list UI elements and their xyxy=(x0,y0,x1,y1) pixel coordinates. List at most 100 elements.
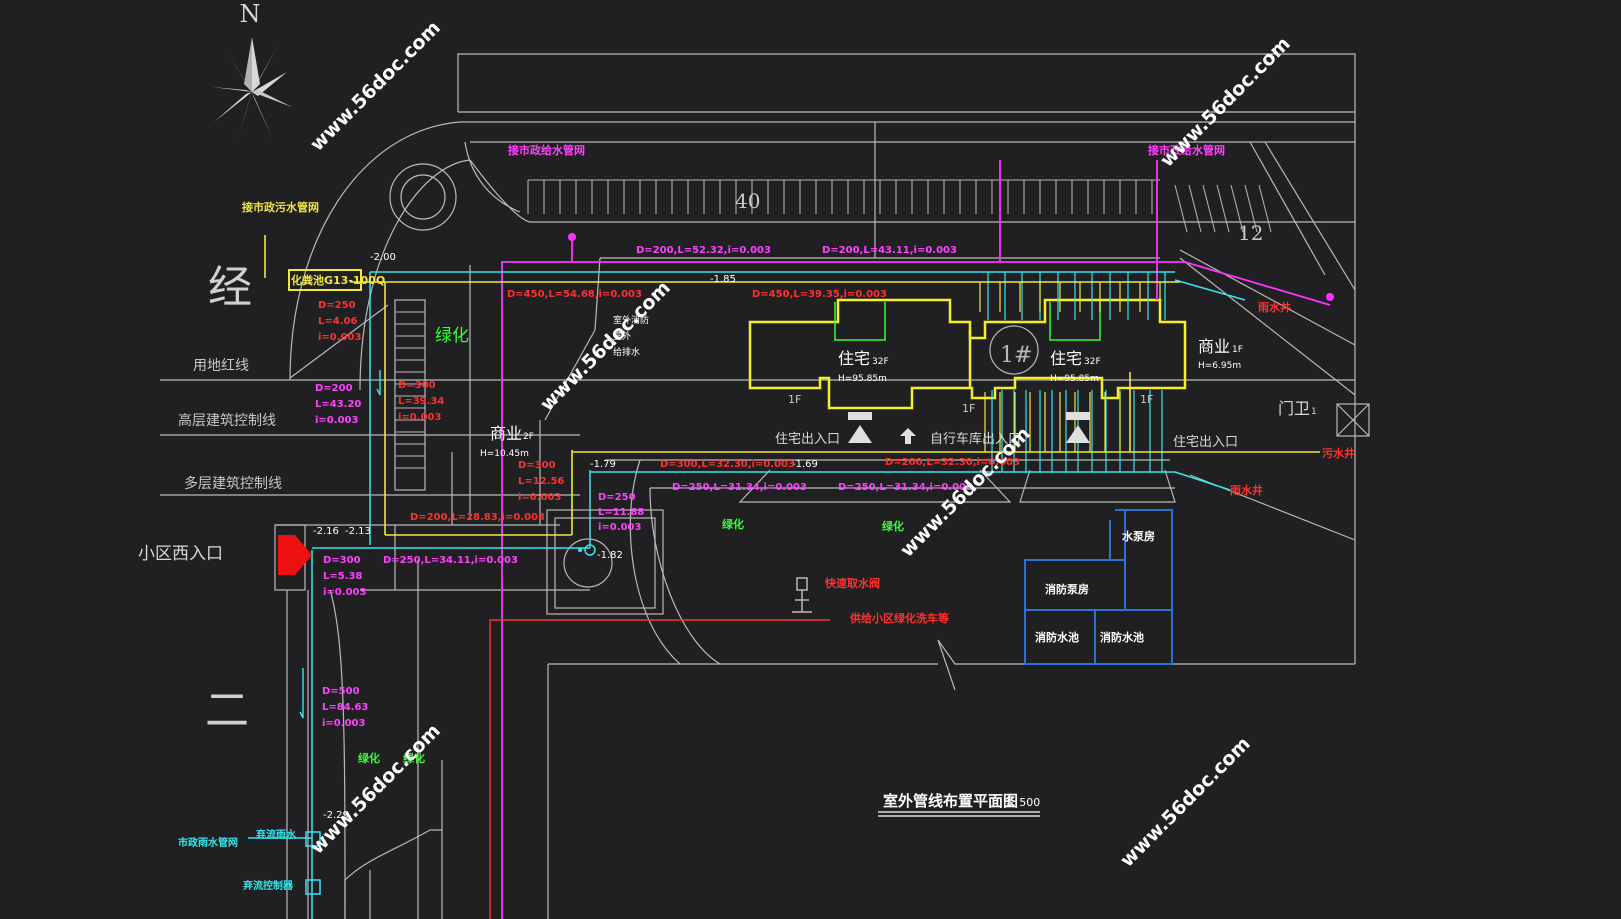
elevation-8: -2.29 xyxy=(323,810,349,821)
parking-stall-line xyxy=(1258,184,1272,233)
fire-hydrant-label: 快速取水阀 xyxy=(824,576,880,590)
gate-index: 1 xyxy=(1311,407,1317,417)
flow-arrows xyxy=(299,370,381,719)
rain-well-2-label: 雨水井 xyxy=(1230,483,1263,497)
elevation-4: -1.69 xyxy=(792,459,818,470)
residential-entrance-1-label: 住宅出入口 xyxy=(775,432,840,447)
inlet-label-1: 室外消防 xyxy=(613,314,649,326)
parking-count-right: 12 xyxy=(1238,221,1263,245)
greening-supply-pipe xyxy=(489,619,830,919)
podium-floor-3: 1F xyxy=(1140,393,1153,406)
residential-entrance-2-label: 住宅出入口 xyxy=(1173,435,1238,450)
elevation-1: -2.00 xyxy=(370,252,396,263)
podium-floor-2: 1F xyxy=(962,402,975,415)
pipe-label-v6: D=300 L=5.38 i=0.003 xyxy=(323,555,366,598)
labels: 经 二 用地红线 高层建筑控制线 多层建筑控制线 小区西入口 40 12 接市政… xyxy=(138,143,1355,892)
pipe-label-v7: D=500 L=84.63 i=0.003 xyxy=(322,686,368,729)
parking-stall-line xyxy=(1202,184,1216,233)
rain-well-1-label: 雨水井 xyxy=(1258,300,1291,314)
pipe-label-s1: D=200,L=52.32,i=0.003 xyxy=(636,245,771,256)
water-supply-nodes xyxy=(568,233,1334,301)
tower-2-height: H=95.85m xyxy=(1050,374,1099,384)
pump-house xyxy=(1024,509,1173,665)
tower-1-name: 住宅 xyxy=(838,349,870,368)
municipal-water-left-label: 接市政给水管网 xyxy=(508,143,585,157)
podium-floor-1: 1F xyxy=(788,393,801,406)
elevation-6: -2.16 xyxy=(313,526,339,537)
elevation-7: -2.13 xyxy=(345,526,371,537)
commercial-left-height: H=10.45m xyxy=(480,449,529,459)
greening-label-2: 绿化 xyxy=(722,517,744,531)
parking-stalls-right xyxy=(1174,184,1272,233)
municipal-rain-label: 市政雨水管网 xyxy=(178,836,238,849)
pipe-label-v4-l: L=12.56 xyxy=(518,476,564,487)
greening-label-4: 绿化 xyxy=(358,751,380,765)
commercial-right-floors: 1F xyxy=(1232,345,1243,355)
parking-stall-line xyxy=(1174,184,1188,233)
high-rise-line-label: 高层建筑控制线 xyxy=(178,412,276,429)
elevation-2: -1.85 xyxy=(710,274,736,285)
pipe-label-v4-d: D=300 xyxy=(518,460,556,471)
pipe-label-v1-d: D=250 xyxy=(318,300,356,311)
pipe-label-v7-i: i=0.003 xyxy=(322,718,365,729)
pipe-label-v4-i: i=0.003 xyxy=(518,492,561,503)
tower-2-name: 住宅 xyxy=(1050,349,1082,368)
parking-stall-line xyxy=(1188,184,1202,233)
flow-control-label: 弃流控制器 xyxy=(243,879,294,892)
multi-rise-line-label: 多层建筑控制线 xyxy=(184,475,282,492)
water-pump-room-label: 水泵房 xyxy=(1122,529,1155,543)
pipe-label-v4: D=300 L=12.56 i=0.003 xyxy=(518,460,564,503)
septic-tank-label: 化粪池G13-100Q xyxy=(291,273,385,287)
commercial-right-height: H=6.95m xyxy=(1198,361,1241,371)
pipe-label-r3: D=300,L=32.30,i=0.003 xyxy=(660,459,795,470)
pipe-label-v1-i: i=0.003 xyxy=(318,332,361,343)
commercial-right-name: 商业 xyxy=(1198,337,1230,356)
red-line-label: 用地红线 xyxy=(193,358,249,374)
greening-label-5: 绿化 xyxy=(403,751,425,765)
west-entrance-arrow-icon xyxy=(278,535,312,575)
pipe-label-v5-l: L=11.88 xyxy=(598,507,644,518)
pipe-label-v6-d: D=300 xyxy=(323,555,361,566)
pipe-label-v2-d: D=200 xyxy=(315,383,353,394)
tower-id-circle xyxy=(989,325,1039,375)
pipe-label-v3-d: D=300 xyxy=(398,380,436,391)
road-name-bottom: 二 xyxy=(205,685,249,736)
entrance-arrows xyxy=(848,412,1090,444)
pipe-label-v7-l: L=84.63 xyxy=(322,702,368,713)
rain-pipes xyxy=(248,271,1246,919)
pipe-label-r2: D=450,L=39.35,i=0.003 xyxy=(752,289,887,300)
road-name-top: 经 xyxy=(208,262,252,313)
pipe-label-v6-i: i=0.003 xyxy=(323,587,366,598)
pipe-label-v3-l: L=39.34 xyxy=(398,396,444,407)
greening-label-1: 绿化 xyxy=(435,326,469,346)
tower-1-floors: 32F xyxy=(872,357,889,367)
pipe-label-r5: D=200,L=28.83,i=0.003 xyxy=(410,512,545,523)
pipe-label-v1-l: L=4.06 xyxy=(318,316,357,327)
pipe-label-s2: D=200,L=43.11,i=0.003 xyxy=(822,245,957,256)
drawing-scale: 1: 500 xyxy=(1005,796,1040,809)
tower-1-height: H=95.85m xyxy=(838,374,887,384)
pipe-label-r4: D=200,L=32.30,i=0.003 xyxy=(885,457,1020,468)
pipe-label-c1: D=250,L=34.11,i=0.003 xyxy=(383,555,518,566)
municipal-sewage-label: 接市政污水管网 xyxy=(242,200,319,214)
elevation-3: -1.79 xyxy=(590,459,616,470)
greening-label-3: 绿化 xyxy=(882,519,904,533)
north-label: N xyxy=(240,0,261,28)
fire-pool-2-label: 消防水池 xyxy=(1100,630,1144,644)
municipal-water-right-label: 接市政给水管网 xyxy=(1148,143,1225,157)
pipe-label-v3: D=300 L=39.34 i=0.003 xyxy=(398,380,444,423)
pipe-label-v5-d: D=250 xyxy=(598,492,636,503)
pipe-label-v5-i: i=0.003 xyxy=(598,522,641,533)
inlet-label-3: 给排水 xyxy=(613,346,640,358)
west-entrance-label: 小区西入口 xyxy=(138,544,223,564)
tower-id-label: 1# xyxy=(1000,343,1032,368)
pipe-label-v2-i: i=0.003 xyxy=(315,415,358,426)
fire-pump-room-label: 消防泵房 xyxy=(1045,582,1089,596)
tower-2-floors: 32F xyxy=(1084,357,1101,367)
pipe-label-m2: D=250,L=31.34,i=0.003 xyxy=(838,482,973,493)
commercial-left-floors: 2F xyxy=(523,432,534,442)
commercial-left-name: 商业 xyxy=(490,424,522,443)
parking-stall-line xyxy=(1230,184,1244,233)
buildings-outline xyxy=(748,298,1187,410)
